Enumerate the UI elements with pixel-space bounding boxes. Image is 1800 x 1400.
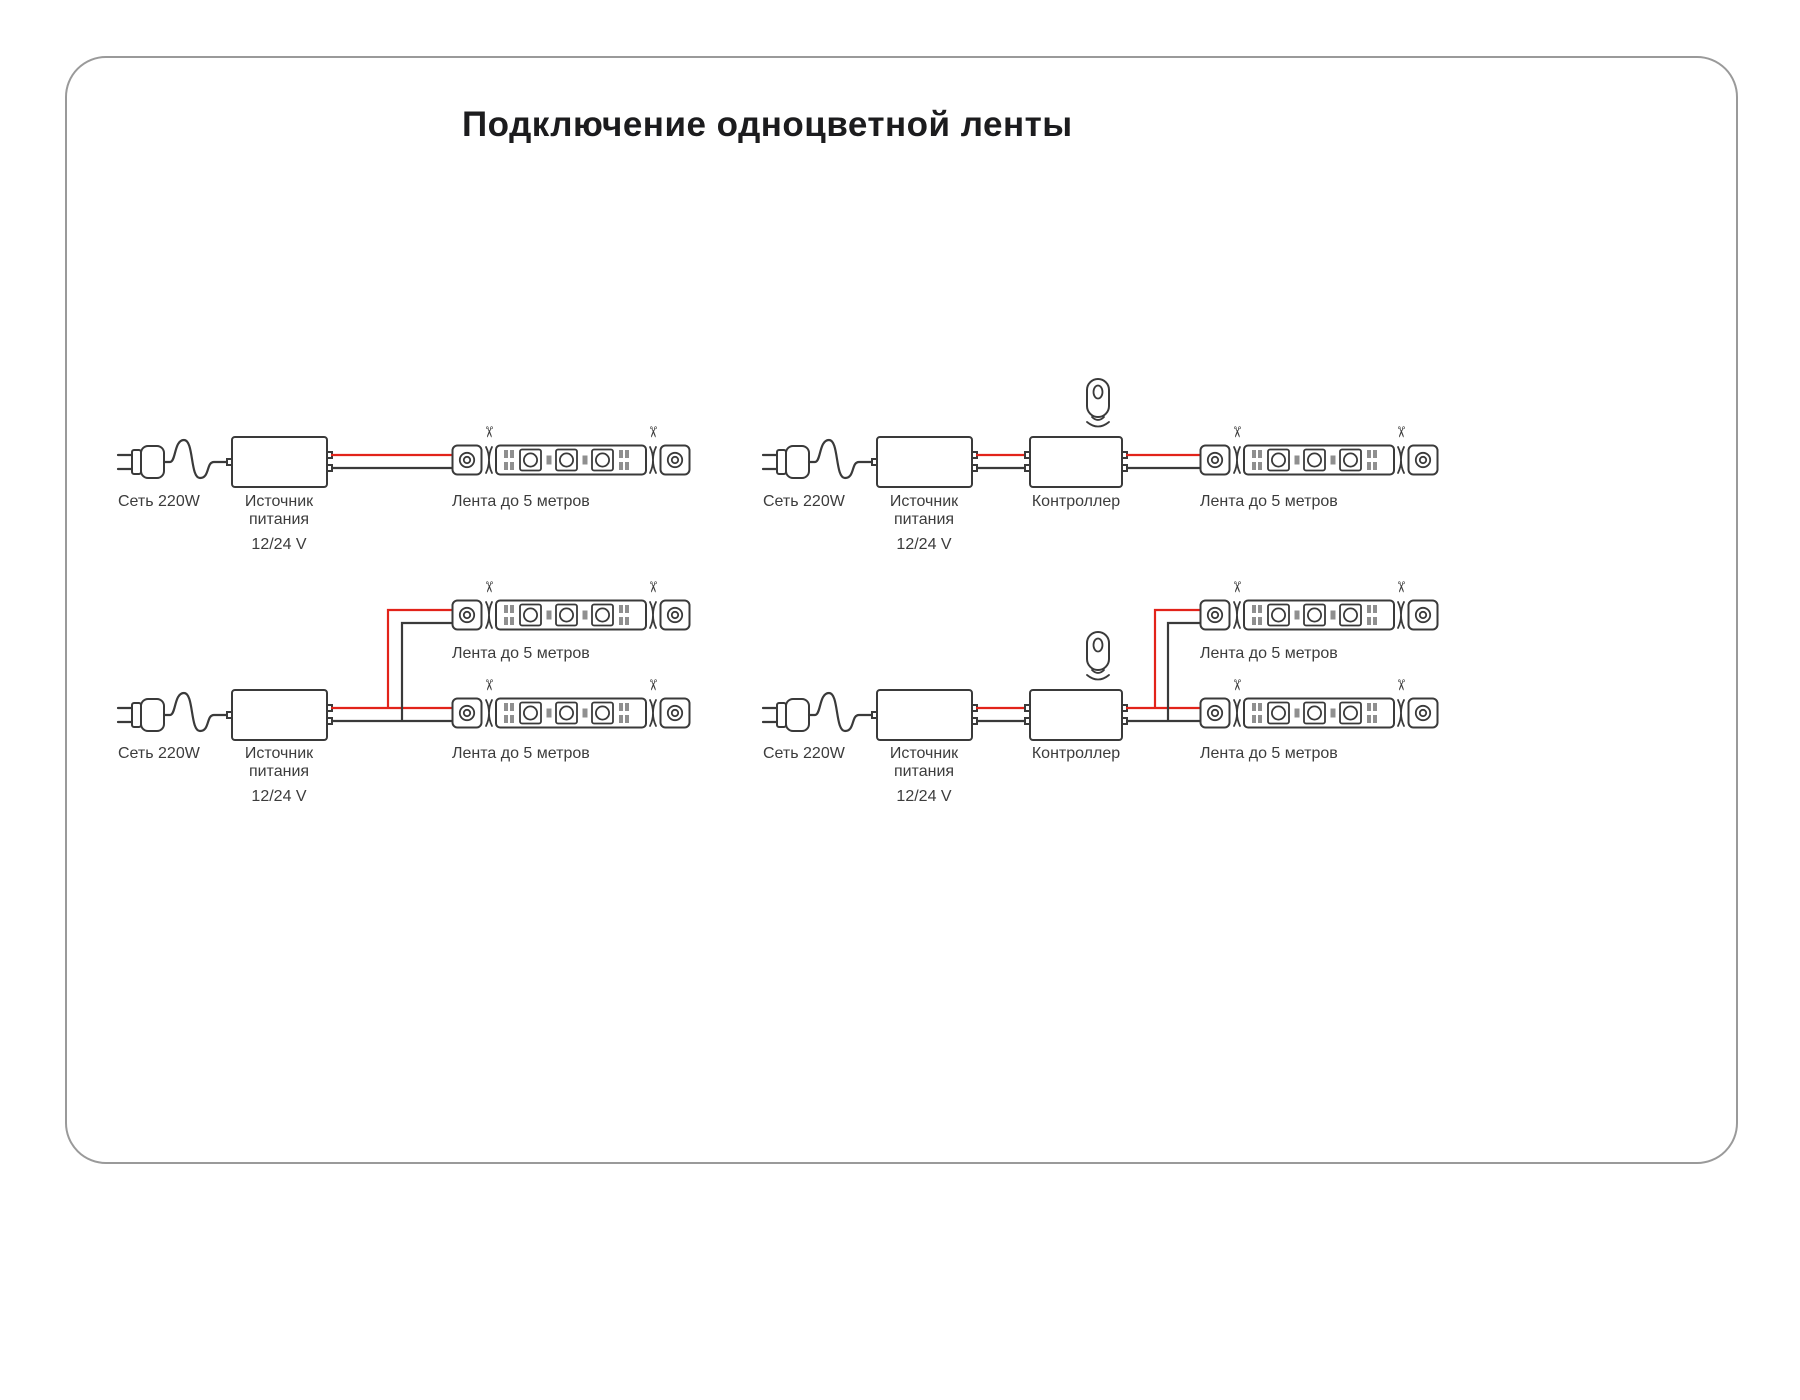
- led-strip: [1199, 579, 1439, 631]
- black-wire: [1125, 621, 1202, 723]
- power-plug-icon: [761, 438, 874, 480]
- label-psu-voltage: 12/24 V: [251, 536, 306, 553]
- label-strip: Лента до 5 метров: [452, 493, 590, 510]
- label-strip: Лента до 5 метров: [452, 745, 590, 762]
- led-strip: [451, 677, 691, 729]
- label-psu-line2: питания: [894, 763, 954, 780]
- label-psu-voltage: 12/24 V: [896, 536, 951, 553]
- led-strip: [451, 579, 691, 631]
- controller-unit: [1024, 436, 1128, 488]
- label-mains: Сеть 220W: [118, 745, 201, 762]
- power-supply-unit: [226, 436, 333, 488]
- label-controller: Контроллер: [1032, 493, 1120, 510]
- power-plug-icon: [116, 691, 229, 733]
- led-strip: [451, 424, 691, 476]
- canvas-border: [65, 56, 1738, 1164]
- label-psu-line1: Источник: [245, 745, 314, 762]
- label-strip: Лента до 5 метров: [1200, 493, 1338, 510]
- label-strip: Лента до 5 метров: [1200, 645, 1338, 662]
- label-psu-line2: питания: [894, 511, 954, 528]
- controller-unit: [1024, 689, 1128, 741]
- diagram-psu-controller-single-strip: Сеть 220W Источник питания 12/24 V Контр…: [761, 378, 1439, 553]
- label-controller: Контроллер: [1032, 745, 1120, 762]
- remote-control-icon: [1086, 378, 1110, 428]
- diagram-psu-controller-two-strips: Лента до 5 метров Сеть 220W Источник пит…: [761, 579, 1439, 805]
- power-supply-unit: [871, 436, 978, 488]
- power-plug-icon: [116, 438, 229, 480]
- page-title: Подключение одноцветной ленты: [462, 105, 1073, 144]
- power-plug-icon: [761, 691, 874, 733]
- black-wire: [330, 621, 454, 723]
- label-strip: Лента до 5 метров: [452, 645, 590, 662]
- led-strip: [1199, 424, 1439, 476]
- led-strip: [1199, 677, 1439, 729]
- red-wire: [1125, 608, 1202, 710]
- label-psu-voltage: 12/24 V: [251, 788, 306, 805]
- label-psu-line1: Источник: [890, 745, 959, 762]
- label-mains: Сеть 220W: [763, 493, 846, 510]
- remote-control-icon: [1086, 631, 1110, 681]
- diagram-psu-two-strips: Лента до 5 метров Сеть 220W Источник пит…: [116, 579, 691, 805]
- label-psu-voltage: 12/24 V: [896, 788, 951, 805]
- power-supply-unit: [871, 689, 978, 741]
- label-strip: Лента до 5 метров: [1200, 745, 1338, 762]
- label-psu-line2: питания: [249, 763, 309, 780]
- label-psu-line2: питания: [249, 511, 309, 528]
- red-wire: [330, 608, 454, 710]
- label-psu-line1: Источник: [245, 493, 314, 510]
- diagram-psu-single-strip: Сеть 220W Источник питания 12/24 V Лента…: [116, 424, 691, 553]
- label-psu-line1: Источник: [890, 493, 959, 510]
- label-mains: Сеть 220W: [763, 745, 846, 762]
- power-supply-unit: [226, 689, 333, 741]
- label-mains: Сеть 220W: [118, 493, 201, 510]
